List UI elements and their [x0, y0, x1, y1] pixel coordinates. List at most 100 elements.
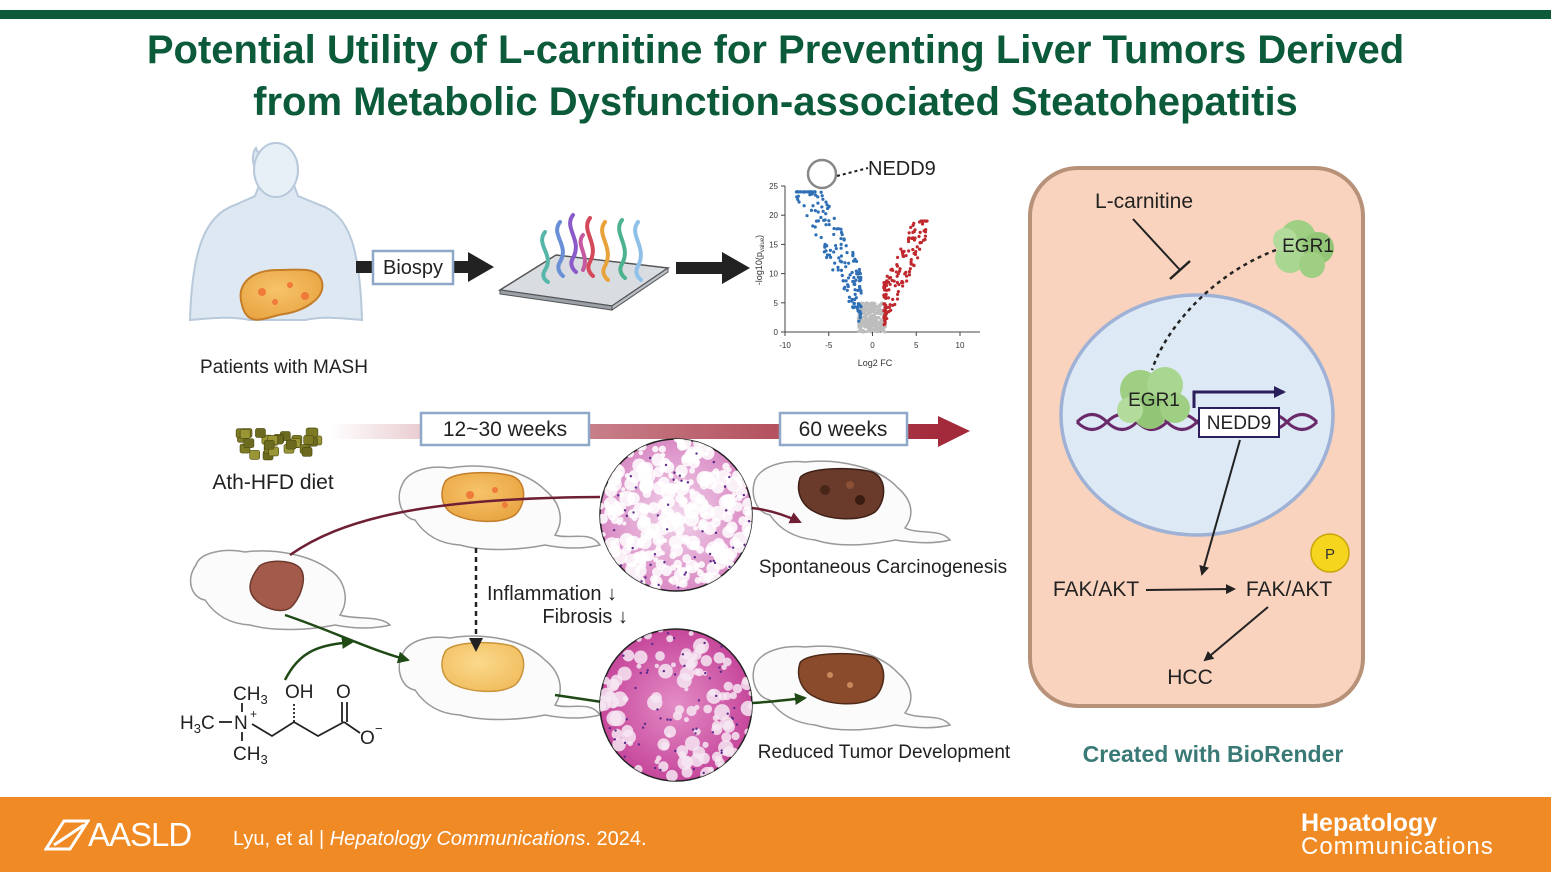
histology-nucleus [703, 641, 706, 645]
volcano-point-ns [880, 327, 884, 331]
hcc-label: HCC [1167, 666, 1213, 689]
histology-vacuole [720, 550, 735, 565]
nedd9-gene-label: NEDD9 [1207, 413, 1271, 434]
mouse-treated [398, 635, 602, 721]
histology-vacuole [650, 692, 662, 704]
volcano-point-down [859, 305, 863, 309]
nedd9-to-fak-arrow [1199, 439, 1241, 576]
histology-vacuole [722, 526, 735, 539]
volcano-point-up [911, 248, 915, 252]
histology-vacuole [622, 545, 632, 555]
histology-vacuole [619, 491, 625, 497]
volcano-point-up [911, 223, 915, 227]
volcano-point-up [905, 279, 909, 283]
volcano-x-tick-label: 5 [914, 341, 919, 350]
volcano-x-tick-label: -5 [825, 341, 833, 350]
volcano-y-tick-label: 25 [769, 182, 778, 191]
histology-vacuole [723, 681, 733, 691]
volcano-y-tick-label: 15 [769, 240, 778, 249]
volcano-point-up [885, 311, 889, 315]
diet-pellet [239, 429, 251, 439]
histology-vacuole [619, 532, 634, 548]
histology-nucleus [712, 460, 716, 464]
histology-vacuole [679, 666, 695, 682]
fak-to-hcc-arrow [1203, 606, 1269, 662]
histology-nucleus [733, 706, 736, 710]
histology-vacuole [714, 704, 730, 721]
histology-vacuole [708, 766, 714, 773]
volcano-point-up [909, 225, 913, 230]
histology-nucleus [692, 767, 696, 771]
volcano-point-up [895, 297, 900, 301]
volcano-point-down [827, 205, 831, 209]
svg-text:H3C: H3C [180, 713, 215, 736]
volcano-point-up [904, 253, 908, 258]
volcano-point-down [833, 261, 837, 265]
histology-vacuole [740, 700, 752, 717]
histology-nucleus [653, 766, 657, 770]
volcano-point-ns [872, 321, 876, 325]
volcano-point-up [899, 247, 903, 251]
histology-nucleus [718, 666, 721, 669]
volcano-point-down [854, 296, 858, 300]
volcano-point-down [847, 261, 851, 265]
volcano-point-down [854, 269, 858, 273]
phosphorylation-arrow [1145, 584, 1236, 595]
volcano-point-ns [861, 307, 865, 311]
volcano-point-down [797, 200, 801, 204]
histology-nucleus [648, 456, 652, 460]
volcano-point-down [824, 200, 828, 204]
histology-nucleus [669, 718, 672, 722]
histology-vacuole [668, 472, 673, 477]
volcano-point-down [850, 270, 854, 275]
histology-vacuole [662, 461, 675, 474]
volcano-point-down [839, 246, 843, 250]
histology-nucleus [673, 673, 677, 676]
volcano-point-ns [875, 321, 879, 325]
histology-vacuole [693, 525, 698, 531]
histology-vacuole [711, 720, 722, 731]
histology-vacuole [683, 717, 690, 723]
biorender-credit: Created with BioRender [1083, 741, 1344, 767]
volcano-point-ns [867, 323, 871, 327]
human-liver [239, 268, 324, 321]
histology-nucleus [646, 669, 649, 672]
mouse-tumor [752, 460, 952, 546]
histology-vacuole [604, 484, 618, 498]
histology-vacuole [673, 559, 682, 569]
histology-nucleus [693, 556, 696, 559]
volcano-point-down [856, 288, 860, 293]
volcano-point-down [822, 218, 826, 223]
histology-vacuole [636, 663, 642, 669]
diet-pellet [303, 435, 314, 445]
histology-nucleus [673, 471, 676, 474]
volcano-point-down [819, 190, 823, 194]
volcano-point-up [915, 256, 920, 260]
phospho-badge [1310, 533, 1350, 573]
egr1-nucleus-protein [1117, 367, 1190, 429]
volcano-point-down [805, 214, 809, 218]
volcano-point-up [900, 280, 904, 285]
volcano-point-up [882, 295, 887, 299]
volcano-point-ns [863, 316, 868, 320]
histology-vacuole [693, 668, 701, 676]
diet-pellets [235, 427, 323, 461]
histology-nucleus [613, 738, 617, 741]
histology-vacuole [675, 464, 688, 478]
histology-vacuole [684, 735, 700, 751]
volcano-point-up [889, 268, 893, 272]
volcano-point-ns [878, 324, 882, 328]
volcano-point-down [843, 261, 847, 265]
mouse-reduced-tumor [752, 645, 952, 731]
histology-nucleus [678, 474, 682, 477]
histology-nucleus [742, 493, 746, 497]
volcano-point-up [923, 219, 928, 223]
volcano-point-up [906, 237, 911, 241]
histology-nucleus [649, 563, 652, 567]
svg-text:+: + [250, 707, 257, 721]
volcano-point-down [846, 283, 850, 287]
volcano-point-down [859, 275, 863, 280]
fak-akt-left-label: FAK/AKT [1053, 578, 1140, 601]
